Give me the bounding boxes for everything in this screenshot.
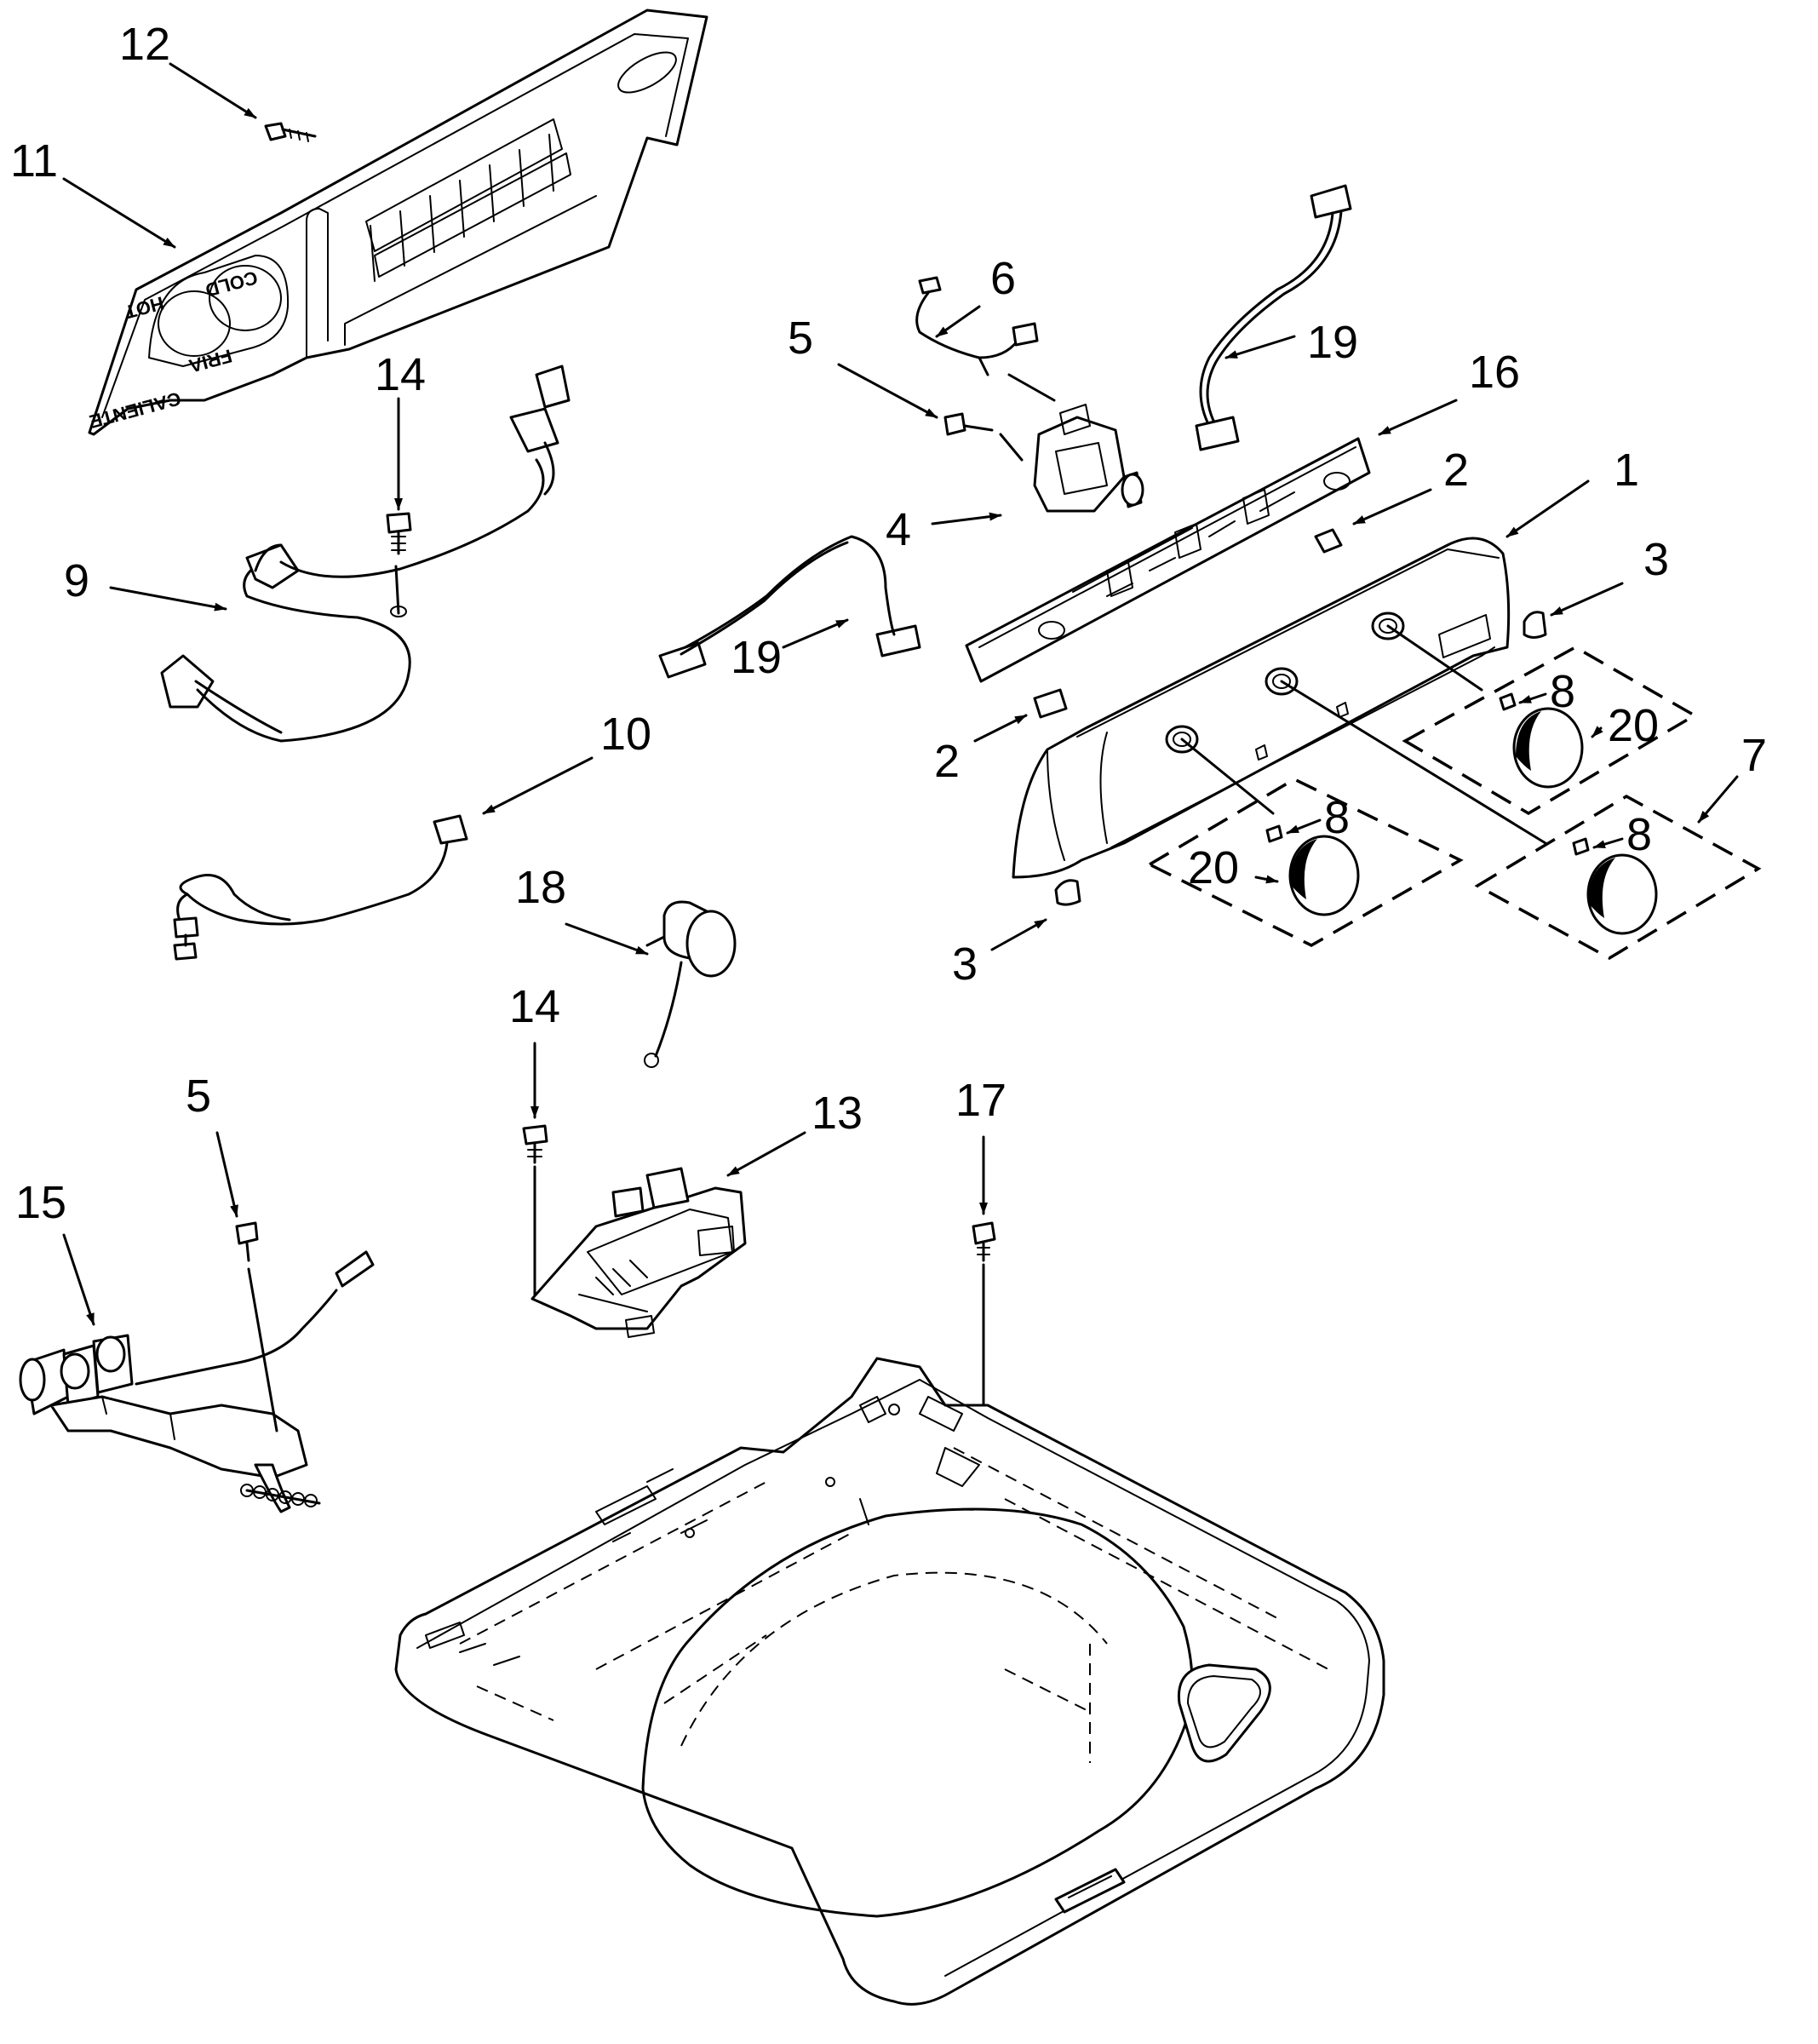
- leader-7: [1697, 775, 1739, 824]
- part-3-end-cap-left: [1054, 879, 1081, 906]
- knob-group-middle: [1474, 794, 1762, 961]
- leader-13: [726, 1131, 806, 1177]
- part-19-harness-upper: [1195, 184, 1352, 451]
- leader-arrows: [62, 62, 1739, 1326]
- callout-2-upper: 2: [1443, 445, 1469, 496]
- callout-18: 18: [515, 862, 566, 913]
- callout-5-lower: 5: [186, 1071, 211, 1122]
- callout-8-right: 8: [1550, 666, 1575, 717]
- leader-2b: [973, 714, 1028, 743]
- leader-2a: [1352, 488, 1432, 525]
- callout-3-upper: 3: [1643, 534, 1669, 585]
- callout-17: 17: [955, 1075, 1006, 1126]
- callout-19-middle: 19: [731, 632, 782, 683]
- panel-vent-grille: [365, 118, 571, 282]
- part-18-pump-motor: [644, 900, 737, 1068]
- part-14-screw-lower: [522, 1124, 548, 1296]
- part-5-screw-lower: [235, 1221, 278, 1433]
- part-3-end-cap-right: [1523, 611, 1547, 639]
- callout-2-lower: 2: [934, 736, 960, 787]
- leader-6: [935, 305, 981, 338]
- callout-19-upper: 19: [1307, 317, 1358, 368]
- callout-8-left: 8: [1324, 792, 1350, 843]
- callout-3-lower: 3: [952, 939, 978, 990]
- callout-6: 6: [990, 253, 1016, 304]
- part-13-control-board: [530, 1167, 747, 1338]
- part-15-water-valve: [19, 1250, 375, 1513]
- leader-19b: [782, 618, 849, 649]
- leader-20a: [1591, 726, 1603, 738]
- leader-20b: [1254, 875, 1279, 884]
- part-19-harness-middle: [658, 535, 921, 679]
- knob-group-left: [1146, 778, 1464, 947]
- leader-15: [62, 1233, 95, 1326]
- part-12-screw: [264, 122, 317, 142]
- leader-8a: [1518, 692, 1547, 704]
- part-5-screw-upper: [943, 412, 1024, 462]
- callout-4: 4: [886, 504, 911, 555]
- knob-group-right: [1402, 645, 1698, 816]
- callout-14-lower: 14: [509, 981, 560, 1032]
- leader-16: [1378, 399, 1458, 436]
- part-2-clip-lower: [1033, 688, 1068, 719]
- leader-1: [1505, 479, 1590, 538]
- part-6-wire: [915, 276, 1039, 376]
- leader-3a: [1550, 582, 1624, 617]
- leader-10: [482, 756, 594, 815]
- callout-9: 9: [64, 555, 89, 606]
- callout-8-middle: 8: [1626, 809, 1652, 860]
- callout-11: 11: [10, 135, 58, 187]
- leader-9: [109, 586, 227, 611]
- leader-5b: [215, 1131, 238, 1218]
- callout-13: 13: [812, 1088, 863, 1139]
- leader-8b: [1286, 818, 1322, 835]
- part-10-wire-harness: [173, 814, 468, 961]
- callout-16: 16: [1469, 347, 1520, 398]
- part-9-wire-harness: [160, 365, 571, 743]
- part-16-ui-board: [965, 437, 1371, 683]
- callout-12: 12: [119, 19, 170, 70]
- top-cover: [394, 1357, 1385, 2006]
- callout-7: 7: [1741, 730, 1767, 781]
- leader-19a: [1224, 335, 1296, 359]
- part-4-switch: [1007, 373, 1144, 513]
- embossed-cold: COLD: [204, 267, 261, 301]
- leader-18: [565, 922, 649, 956]
- part-17-screw: [972, 1221, 996, 1407]
- callout-20-right: 20: [1608, 700, 1659, 751]
- callout-10: 10: [600, 709, 651, 760]
- callout-15: 15: [15, 1177, 66, 1228]
- leader-11: [62, 177, 176, 249]
- leader-5a: [837, 363, 938, 419]
- callout-1: 1: [1614, 445, 1639, 496]
- callout-numbers: 12 11 14 9 10 19 18 14 13 5 15 17 6 5 4 …: [10, 19, 1767, 1228]
- leader-3b: [990, 918, 1047, 951]
- callout-20-left: 20: [1188, 842, 1239, 893]
- part-2-clip-upper: [1314, 528, 1343, 554]
- part-1-console: [1012, 537, 1547, 879]
- leader-4: [931, 512, 1002, 525]
- leader-12: [169, 62, 257, 119]
- leader-8c: [1592, 837, 1624, 849]
- part-14-screw-upper: [386, 512, 412, 555]
- callout-5-upper: 5: [788, 313, 813, 364]
- embossed-fria: FRIA: [186, 345, 234, 376]
- callout-14-upper: 14: [375, 349, 426, 400]
